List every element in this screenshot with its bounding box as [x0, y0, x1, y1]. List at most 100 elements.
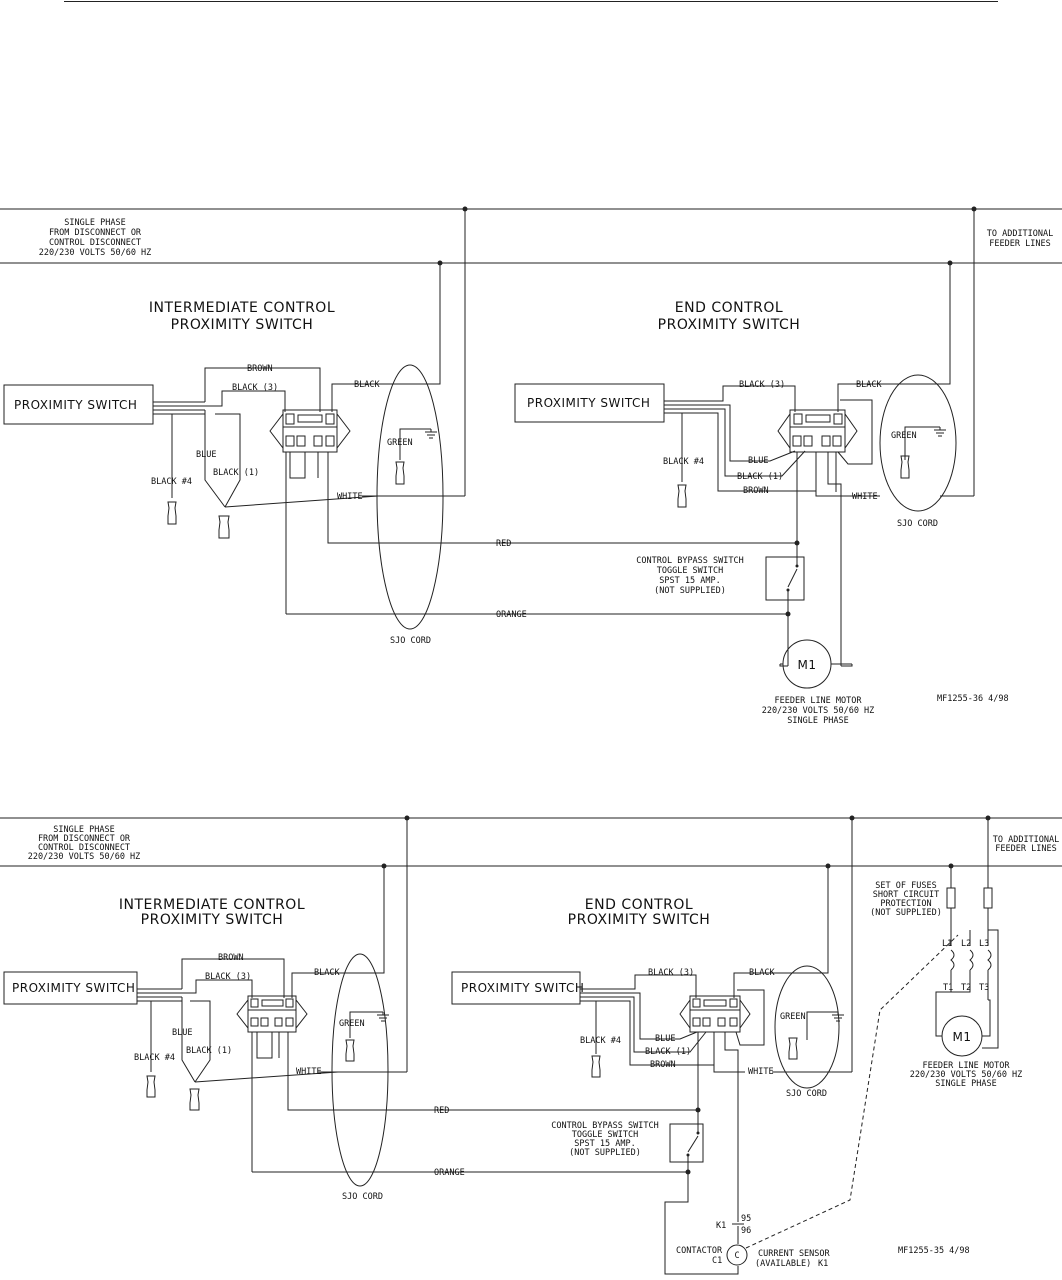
supply-text-2: FROM DISCONNECT OR [49, 228, 142, 238]
bypass-text-2: TOGGLE SWITCH [657, 566, 724, 576]
drawing-ref: MF1255-36 4/98 [937, 694, 1009, 704]
wire-label-orange: ORANGE [496, 610, 527, 620]
wire-label-white: WHITE [296, 1067, 322, 1077]
additional-text-2: FEEDER LINES [989, 239, 1050, 249]
wire-label-brown: BROWN [218, 953, 244, 963]
wire-nut-icon [591, 1055, 601, 1078]
motor-text-1: FEEDER LINE MOTOR [923, 1061, 1011, 1071]
bypass-text-4: (NOT SUPPLIED) [569, 1148, 641, 1158]
contactor-label: CONTACTOR [676, 1246, 723, 1256]
wire-label-white: WHITE [337, 492, 363, 502]
intermediate-title-2: PROXIMITY SWITCH [141, 912, 284, 928]
proximity-switch-box [3, 384, 154, 425]
relay-block [679, 995, 751, 1033]
motor-symbol: M1 [798, 658, 817, 672]
terminal-l3: L3 [979, 939, 989, 949]
proximity-switch-label: PROXIMITY SWITCH [12, 981, 135, 995]
wire-label-white: WHITE [748, 1067, 774, 1077]
supply-text-1: SINGLE PHASE [64, 218, 125, 228]
wire-label-blue: BLUE [748, 456, 768, 466]
wire-label-green: GREEN [339, 1019, 365, 1029]
relay-block [777, 409, 858, 453]
bypass-switch-box [669, 1123, 704, 1163]
fuses-text-4: (NOT SUPPLIED) [870, 908, 942, 918]
intermediate-title-1: INTERMEDIATE CONTROL [149, 300, 335, 316]
supply-text-3: CONTROL DISCONNECT [38, 843, 130, 853]
wire-nut-icon [167, 501, 177, 525]
wire-label-black3: BLACK (3) [648, 968, 694, 978]
terminal-t3: T3 [979, 983, 989, 993]
wire-label-black4: BLACK #4 [151, 477, 192, 487]
bypass-text-3: SPST 15 AMP. [659, 576, 720, 586]
fuses-text-2: SHORT CIRCUIT [873, 890, 940, 900]
contact-95: 95 [741, 1214, 751, 1224]
proximity-switch-label: PROXIMITY SWITCH [14, 398, 137, 412]
wire-nut-icon [146, 1075, 156, 1098]
sjo-cord-loop [879, 374, 957, 512]
intermediate-title-2: PROXIMITY SWITCH [171, 317, 314, 333]
proximity-switch-box [451, 971, 581, 1005]
wire-label-black3: BLACK (3) [232, 383, 278, 393]
wire-label-green: GREEN [780, 1012, 806, 1022]
motor-text-2: 220/230 VOLTS 50/60 HZ [762, 706, 875, 716]
sjo-cord-loop [376, 364, 444, 630]
wire-label-black: BLACK [749, 968, 775, 978]
wire-label-brown: BROWN [247, 364, 273, 374]
motor-icon [941, 1015, 983, 1057]
supply-text-4: 220/230 VOLTS 50/60 HZ [28, 852, 141, 862]
end-title-2: PROXIMITY SWITCH [658, 317, 801, 333]
wire-label-black4: BLACK #4 [663, 457, 704, 467]
additional-text-1: TO ADDITIONAL [993, 835, 1060, 845]
sjo-label: SJO CORD [390, 636, 431, 646]
sensor-k1: K1 [818, 1259, 828, 1269]
relay-block [269, 409, 351, 453]
bypass-text-1: CONTROL BYPASS SWITCH [551, 1121, 658, 1131]
wire-label-red: RED [496, 539, 511, 549]
wire-label-brown: BROWN [743, 486, 769, 496]
motor-text-1: FEEDER LINE MOTOR [775, 696, 863, 706]
wire-label-black: BLACK [354, 380, 380, 390]
diagram-intermediate-end-control: SINGLE PHASE FROM DISCONNECT OR CONTROL … [0, 206, 1062, 726]
bypass-text-4: (NOT SUPPLIED) [654, 586, 726, 596]
supply-text-4: 220/230 VOLTS 50/60 HZ [39, 248, 152, 258]
sjo-label: SJO CORD [897, 519, 938, 529]
wire-label-black1: BLACK (1) [737, 472, 783, 482]
wire-label-white: WHITE [852, 492, 878, 502]
wire-label-black1: BLACK (1) [645, 1047, 691, 1057]
wire-label-orange: ORANGE [434, 1168, 465, 1178]
bypass-text-3: SPST 15 AMP. [574, 1139, 635, 1149]
motor-text-3: SINGLE PHASE [787, 716, 848, 726]
sjo-cord-loop [774, 965, 840, 1089]
supply-text-1: SINGLE PHASE [53, 825, 114, 835]
terminal-l1: L1 [942, 939, 952, 949]
contact-icon [969, 949, 974, 971]
sjo-label: SJO CORD [786, 1089, 827, 1099]
terminal-l2: L2 [961, 939, 971, 949]
wire-label-black: BLACK [314, 968, 340, 978]
wire-nut-icon [900, 455, 910, 479]
wire-nut-icon [395, 461, 405, 485]
terminal-t2: T2 [961, 983, 971, 993]
fuse-icon [946, 887, 956, 909]
contactor-c1: C1 [712, 1256, 722, 1266]
wire-label-black3: BLACK (3) [739, 380, 785, 390]
fuse-icon [983, 887, 993, 909]
wire-nut-icon [788, 1037, 798, 1060]
fuses-text-1: SET OF FUSES [875, 881, 936, 891]
relay-block [236, 995, 308, 1033]
end-title-1: END CONTROL [675, 300, 783, 316]
wire-nut-icon [189, 1088, 200, 1111]
bypass-text-1: CONTROL BYPASS SWITCH [636, 556, 743, 566]
fuses-text-3: PROTECTION [880, 899, 931, 909]
wire-label-green: GREEN [387, 438, 413, 448]
contact-icon [950, 949, 955, 971]
drawing-ref: MF1255-35 4/98 [898, 1246, 970, 1256]
intermediate-title-1: INTERMEDIATE CONTROL [119, 897, 305, 913]
bypass-switch-box [765, 556, 805, 601]
wire-label-black1: BLACK (1) [186, 1046, 232, 1056]
wire-label-blue: BLUE [196, 450, 216, 460]
sjo-label: SJO CORD [342, 1192, 383, 1202]
sensor-text-1: CURRENT SENSOR [758, 1249, 831, 1259]
diagram-with-contactor: SINGLE PHASE FROM DISCONNECT OR CONTROL … [0, 815, 1062, 1275]
